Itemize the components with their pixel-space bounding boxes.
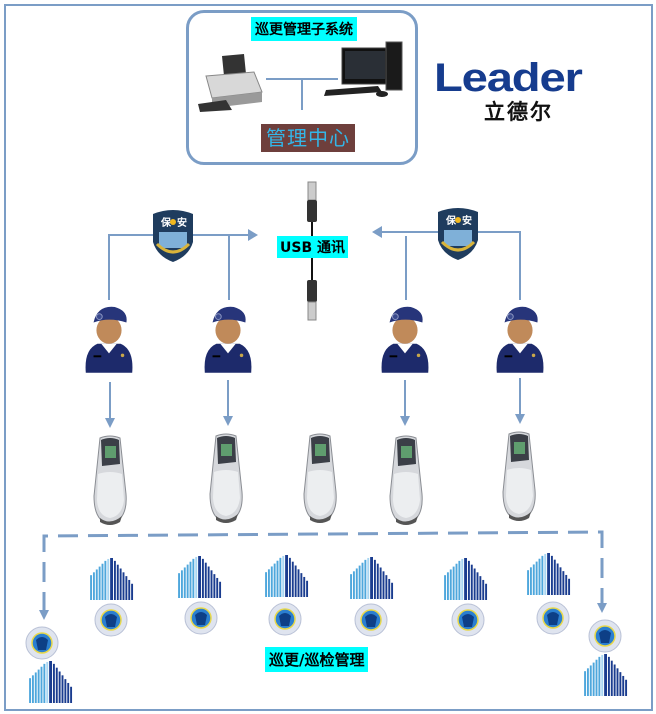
connector-line (227, 380, 229, 418)
building-icon (443, 558, 491, 600)
security-badge-icon: 保 安 (438, 208, 478, 260)
connector-line (108, 234, 110, 300)
badge-text-left: 保 (445, 214, 457, 227)
leader-logo-cn: 立德尔 (484, 100, 553, 124)
badge-text-left: 保 (160, 216, 172, 229)
printer-icon (198, 54, 263, 112)
checkpoint-icon (268, 602, 302, 636)
connector-line (519, 231, 521, 300)
management-center-label: 管理中心 (261, 124, 355, 152)
patrol-management-label: 巡更/巡检管理 (265, 647, 369, 672)
building-icon (89, 558, 137, 600)
connector-line (519, 378, 521, 416)
checkpoint-icon (354, 603, 388, 637)
connector-line (109, 382, 111, 420)
building-icon (583, 654, 631, 696)
connector-line (405, 236, 407, 300)
arrow-left-icon (372, 226, 382, 238)
building-icon (28, 661, 76, 703)
badge-text-right: 安 (462, 214, 472, 227)
checkpoint-icon (588, 619, 622, 653)
building-icon (349, 557, 397, 599)
checkpoint-icon (536, 601, 570, 635)
badge-text-right: 安 (177, 216, 187, 229)
checkpoint-icon (451, 603, 485, 637)
usb-communication-label: USB 通讯 (277, 236, 348, 258)
checkpoint-icon (184, 601, 218, 635)
arrow-right-icon (248, 229, 258, 241)
connector-line (404, 380, 406, 418)
connector-line (301, 79, 303, 110)
outer-frame (4, 4, 653, 711)
leader-logo: Leader (434, 56, 583, 100)
building-icon (177, 556, 225, 598)
computer-icon (324, 41, 403, 97)
management-subsystem-title: 巡更管理子系统 (251, 17, 357, 41)
checkpoint-icon (94, 603, 128, 637)
building-icon (526, 553, 574, 595)
building-icon (264, 555, 312, 597)
checkpoint-icon (25, 626, 59, 660)
connector-line (228, 236, 230, 300)
security-badge-icon: 保 安 (153, 210, 193, 262)
